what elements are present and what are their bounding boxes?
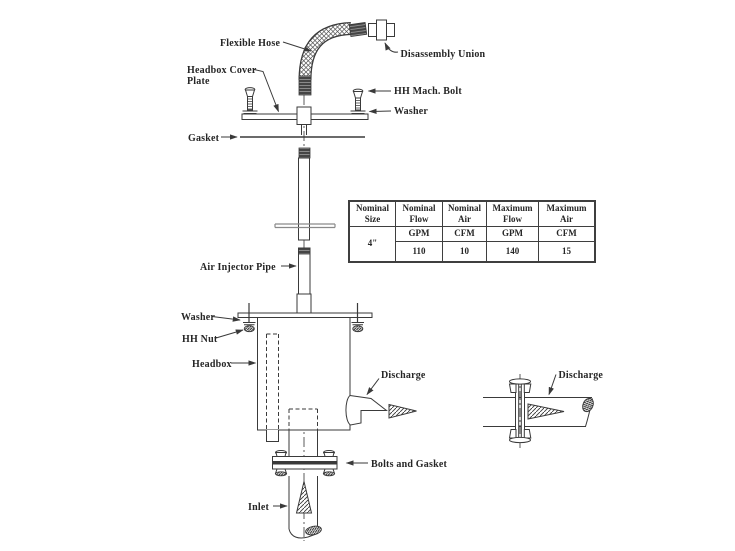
headbox-box	[257, 317, 351, 431]
detail-bolt-bottom	[508, 429, 532, 444]
pipe-end-ellipse	[582, 397, 594, 413]
header-nominal-size: Nominal Size	[348, 200, 396, 227]
flexible-hose	[298, 21, 368, 96]
inlet-assembly	[272, 430, 338, 539]
leader-cover-plate	[253, 69, 279, 113]
inlet-pipe-end-curve	[288, 528, 318, 539]
label-headbox: Headbox	[192, 359, 232, 370]
flow-data-table: Nominal Size Nominal Flow Nominal Air Ma…	[348, 200, 596, 263]
discharge-pipe-detail	[483, 374, 594, 448]
flange-bolt-right	[322, 450, 336, 477]
inlet-pipe-walls	[288, 476, 318, 534]
leader-washer-top	[368, 108, 392, 115]
leader-disassembly-union	[384, 42, 399, 53]
label-discharge-right: Discharge	[559, 370, 604, 381]
washer-disc	[274, 223, 336, 229]
disassembly-union	[368, 19, 395, 41]
stud-right	[351, 303, 364, 333]
inlet-flow-arrow	[295, 481, 313, 514]
leader-flexible-hose	[282, 41, 312, 52]
cell-unit-gpm-1: GPM	[395, 225, 443, 242]
table-values-row: 110 10 140 15	[349, 240, 596, 262]
inlet-pipe-hidden	[288, 408, 318, 430]
header-maximum-air: Maximum Air	[538, 200, 596, 227]
discharge-spout	[345, 394, 388, 426]
cell-unit-cfm-2: CFM	[538, 225, 596, 242]
stud-left	[243, 303, 256, 333]
cell-nominal-air-value: 10	[442, 240, 487, 262]
label-gasket: Gasket	[188, 133, 220, 144]
header-nominal-flow: Nominal Flow	[395, 200, 443, 227]
cell-nominal-flow-value: 110	[395, 240, 443, 262]
detail-flow-arrow	[527, 403, 565, 420]
cell-maximum-air-value: 15	[538, 240, 596, 262]
discharge-flow-arrow	[388, 403, 417, 419]
label-washer-bottom: Washer	[181, 312, 215, 323]
label-hh-nut: HH Nut	[182, 334, 218, 345]
plate-fitting	[296, 106, 312, 125]
cell-maximum-flow-value: 140	[486, 240, 539, 262]
label-disassembly-union: Disassembly Union	[401, 49, 486, 60]
cover-plate-assembly	[241, 87, 369, 135]
cell-nominal-size-value: 4"	[348, 225, 396, 262]
cell-unit-cfm-1: CFM	[442, 225, 487, 242]
label-air-injector-pipe: Air Injector Pipe	[200, 262, 276, 273]
label-flexible-hose: Flexible Hose	[220, 38, 280, 49]
leader-lines	[211, 41, 557, 509]
flange-bolt-left	[274, 450, 288, 477]
cell-unit-gpm-2: GPM	[486, 225, 539, 242]
washer-left	[242, 110, 258, 114]
headbox-body	[237, 303, 417, 442]
label-washer-top: Washer	[394, 106, 428, 117]
injector-tube	[274, 147, 336, 241]
label-headbox-cover-plate: Plate	[187, 76, 210, 87]
internal-pipe-tab	[266, 430, 279, 442]
flange-fitting	[296, 293, 312, 314]
label-inlet: Inlet	[248, 502, 269, 513]
hose-end-fitting	[348, 21, 368, 38]
leader-discharge-right	[548, 374, 557, 396]
leader-washer-bottom	[211, 316, 241, 322]
label-discharge-left: Discharge	[381, 370, 426, 381]
internal-pipe-hidden	[266, 333, 279, 430]
table-units-row: 4" GPM CFM GPM CFM	[348, 225, 596, 262]
label-hh-mach-bolt: HH Mach. Bolt	[394, 86, 462, 97]
hh-mach-bolt-left	[242, 87, 258, 114]
detail-bolt-top	[508, 378, 532, 393]
table-header-row: Nominal Size Nominal Flow Nominal Air Ma…	[348, 200, 596, 227]
headbox-flange	[237, 312, 373, 318]
label-bolts-and-gasket: Bolts and Gasket	[371, 459, 447, 470]
air-injector-pipe	[296, 247, 312, 314]
header-maximum-flow: Maximum Flow	[486, 200, 539, 227]
inlet-pipe-end-ellipse	[305, 525, 322, 536]
label-headbox-cover: Headbox Cover	[187, 65, 257, 76]
hh-mach-bolt-right	[350, 88, 366, 114]
hose-bottom-fitting	[298, 75, 312, 96]
header-nominal-air: Nominal Air	[442, 200, 487, 227]
leader-hh-nut	[215, 329, 244, 339]
leader-discharge-left	[366, 378, 380, 396]
washer-right	[350, 110, 366, 114]
